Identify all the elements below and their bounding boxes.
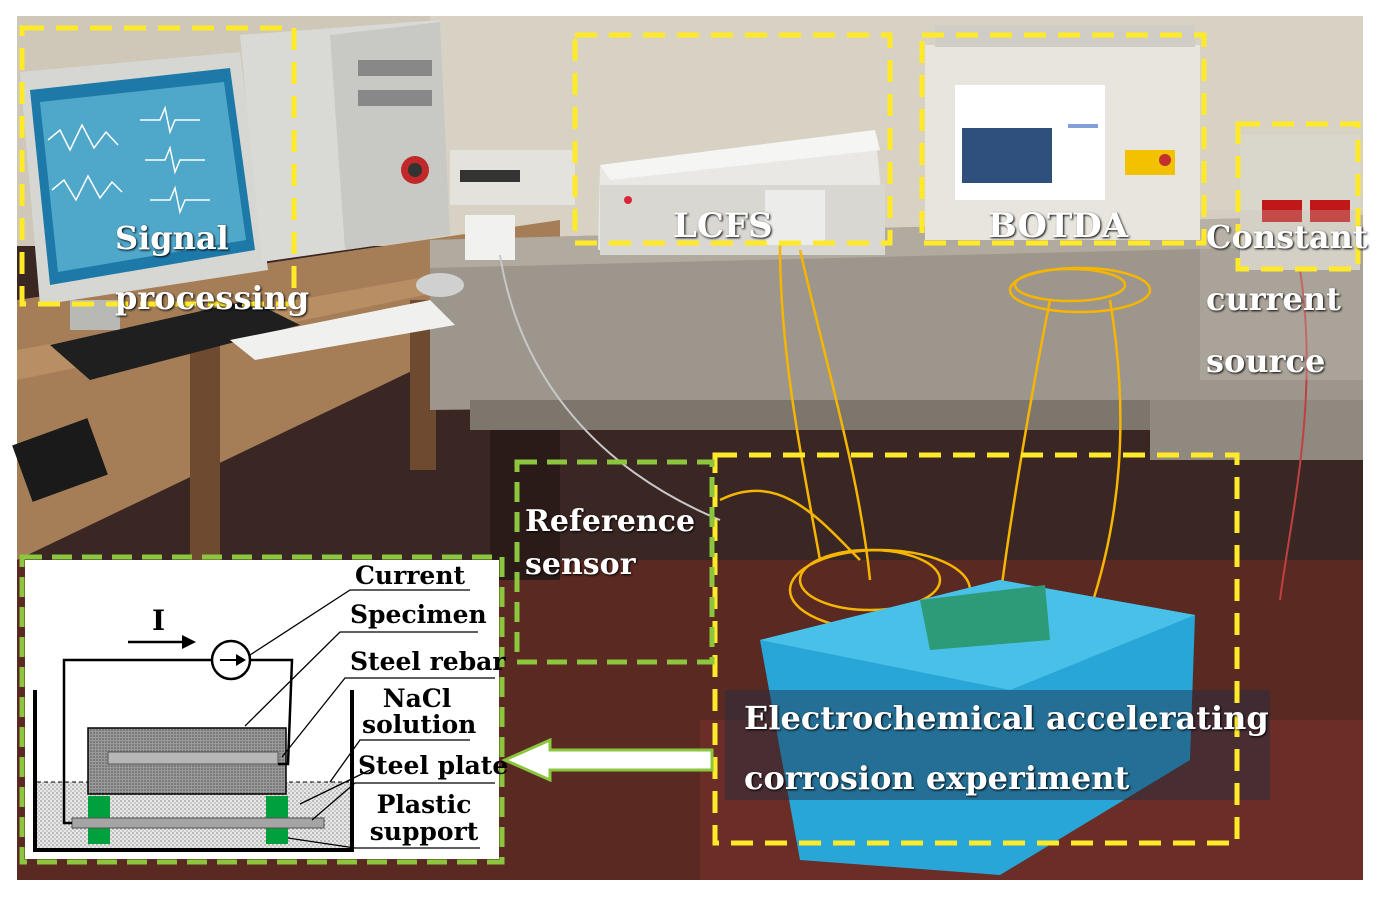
nacl-line-2: solution <box>362 710 477 739</box>
current-symbol-label: I <box>152 604 166 637</box>
schematic-box <box>19 554 505 865</box>
plastic-line-2: support <box>369 817 479 846</box>
specimen-label: Specimen <box>350 600 487 629</box>
blue-corrosion-basin <box>760 580 1195 875</box>
constant-current-source-label: Constant current source <box>1206 206 1368 392</box>
signal-processing-label: Signal processing <box>115 208 309 328</box>
signal-processing-box <box>19 25 297 307</box>
botda-box <box>919 32 1207 246</box>
steel-rebar-label: Steel rebar <box>350 647 506 676</box>
plastic-line-1: Plastic <box>376 790 472 819</box>
constant-label-bg <box>1200 210 1363 380</box>
electrochemical-box <box>712 452 1240 846</box>
constant-line-2: current <box>1206 280 1341 318</box>
electrochemical-label: Electrochemical accelerating corrosion e… <box>744 688 1269 808</box>
botda-instrument <box>925 25 1200 240</box>
electrochemical-line-1: Electrochemical accelerating <box>744 699 1269 737</box>
electrochemical-line-2: corrosion experiment <box>744 759 1130 797</box>
constant-line-3: source <box>1206 342 1326 380</box>
schematic-inset <box>25 560 499 859</box>
mouse <box>416 273 464 297</box>
signal-processing-line-1: Signal <box>115 219 229 257</box>
constant-line-1: Constant <box>1206 218 1368 256</box>
computer-monitor <box>20 52 268 330</box>
lcfs-box <box>572 32 893 246</box>
nacl-line-1: NaCl <box>382 684 452 713</box>
circuit-wire <box>250 658 294 766</box>
electrochem-label-bg <box>725 690 1270 800</box>
reference-sensor-label: Reference sensor <box>525 500 695 586</box>
steel-plate <box>71 817 325 829</box>
steel-rebar <box>107 751 279 765</box>
signal-processing-line-2: processing <box>115 279 310 317</box>
constant-current-source-device <box>1240 135 1360 270</box>
link-arrow <box>501 737 714 783</box>
reference-line-1: Reference <box>525 504 696 539</box>
keyboard <box>50 300 300 380</box>
current-label: Current <box>355 561 466 590</box>
plastic-support-label: Plastic support <box>368 791 480 845</box>
constant-current-box <box>1235 121 1361 272</box>
botda-label: BOTDA <box>988 206 1129 246</box>
reference-sensor-box <box>514 459 715 665</box>
steel-plate-label: Steel plate <box>358 751 509 780</box>
lcfs-label: LCFS <box>673 206 773 246</box>
stone-bench <box>430 215 1363 410</box>
reference-line-2: sensor <box>525 547 636 582</box>
nacl-solution-label: NaCl solution <box>362 684 477 739</box>
basin-wall <box>33 690 354 852</box>
